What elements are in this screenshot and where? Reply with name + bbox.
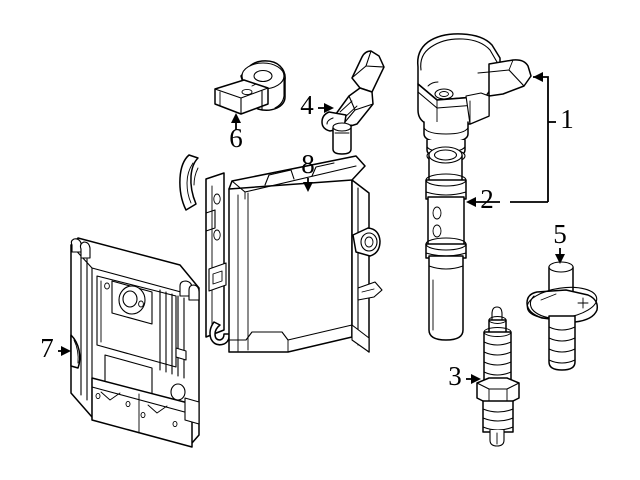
callout-6-label: 6	[229, 123, 243, 153]
callout-7-label: 7	[40, 333, 54, 363]
callout-1-label: 1	[560, 104, 574, 134]
callout-4: 4	[300, 90, 334, 120]
callout-4-label: 4	[300, 90, 314, 120]
callout-3-label: 3	[448, 361, 462, 391]
part-camshaft-position-sensor	[321, 50, 385, 155]
callout-1: 1	[510, 72, 574, 203]
callout-2: 2	[466, 184, 500, 214]
callout-3: 3	[448, 361, 481, 391]
callout-8-label: 8	[301, 149, 315, 179]
part-spark-plug-boot	[425, 146, 467, 341]
callout-6: 6	[229, 113, 243, 153]
part-engine-control-module	[70, 237, 200, 448]
callout-5: 5	[553, 219, 567, 264]
callout-2-label: 2	[480, 184, 494, 214]
part-knock-sensor	[214, 60, 286, 115]
part-crankshaft-position-sensor	[526, 261, 599, 371]
part-spark-plug	[476, 306, 520, 447]
callout-7: 7	[40, 333, 71, 363]
callout-8: 8	[301, 149, 315, 192]
part-ignition-coil	[416, 33, 532, 164]
part-ecm-mounting-bracket	[179, 154, 383, 353]
callout-5-label: 5	[553, 219, 567, 249]
